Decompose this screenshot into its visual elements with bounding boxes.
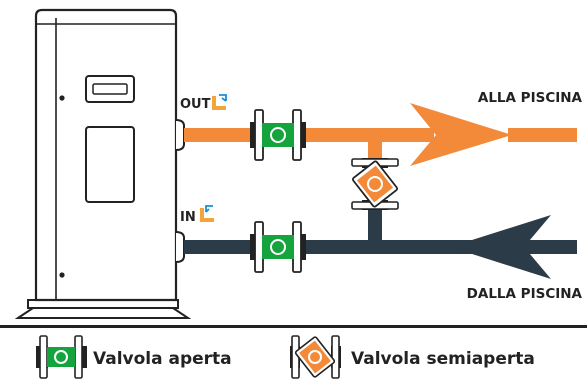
- bypass-half-open-valve[interactable]: [351, 158, 399, 210]
- legend-open-valve-label: Valvola aperta: [93, 349, 232, 369]
- inflow-pipe-tail: [532, 240, 577, 254]
- unit-plinth: [27, 299, 179, 309]
- half-open-valve-icon: [290, 335, 341, 379]
- valve-handle: [272, 129, 284, 141]
- outflow-pipe-tail: [508, 128, 577, 142]
- access-panel: [85, 126, 135, 203]
- to-pool-label: ALLA PISCINA: [478, 90, 583, 106]
- in-arrow-icon: [200, 205, 214, 222]
- valve-bolt-right: [292, 221, 302, 273]
- legend-half-open-valve-label: Valvola semiaperta: [351, 349, 535, 369]
- bypass-pipe-upper: [368, 142, 382, 162]
- outflow-open-valve[interactable]: [250, 109, 306, 161]
- in-port-label: IN: [180, 210, 196, 225]
- unit-screw-top: [59, 95, 65, 101]
- inflow-arrow-head: [450, 215, 551, 279]
- unit-screw-bottom: [59, 272, 65, 278]
- legend: Valvola aperta Valvola semiaperta: [36, 335, 535, 379]
- in-pipe-stub: [175, 231, 185, 263]
- bypass-pipe-lower: [368, 205, 382, 241]
- out-arrow-icon: [212, 94, 227, 110]
- outflow-pipe-segment: [184, 128, 434, 142]
- out-port-label: OUT: [180, 97, 211, 112]
- from-pool-label: DALLA PISCINA: [467, 286, 583, 302]
- open-valve-icon: [36, 335, 87, 379]
- bypass-pipe: [368, 142, 382, 241]
- outflow-pipe: [184, 103, 577, 166]
- control-display-screen: [92, 83, 128, 95]
- valve-handle: [369, 178, 381, 190]
- valve-bolt-left: [254, 221, 264, 273]
- valve-bolt-left: [254, 109, 264, 161]
- valve-bolt-right: [292, 109, 302, 161]
- heat-pump-unit: [14, 8, 192, 319]
- out-pipe-stub: [175, 119, 185, 151]
- inflow-open-valve[interactable]: [250, 221, 306, 273]
- outflow-arrow-head: [410, 103, 512, 166]
- ground-line: [0, 325, 587, 328]
- valve-handle: [272, 241, 284, 253]
